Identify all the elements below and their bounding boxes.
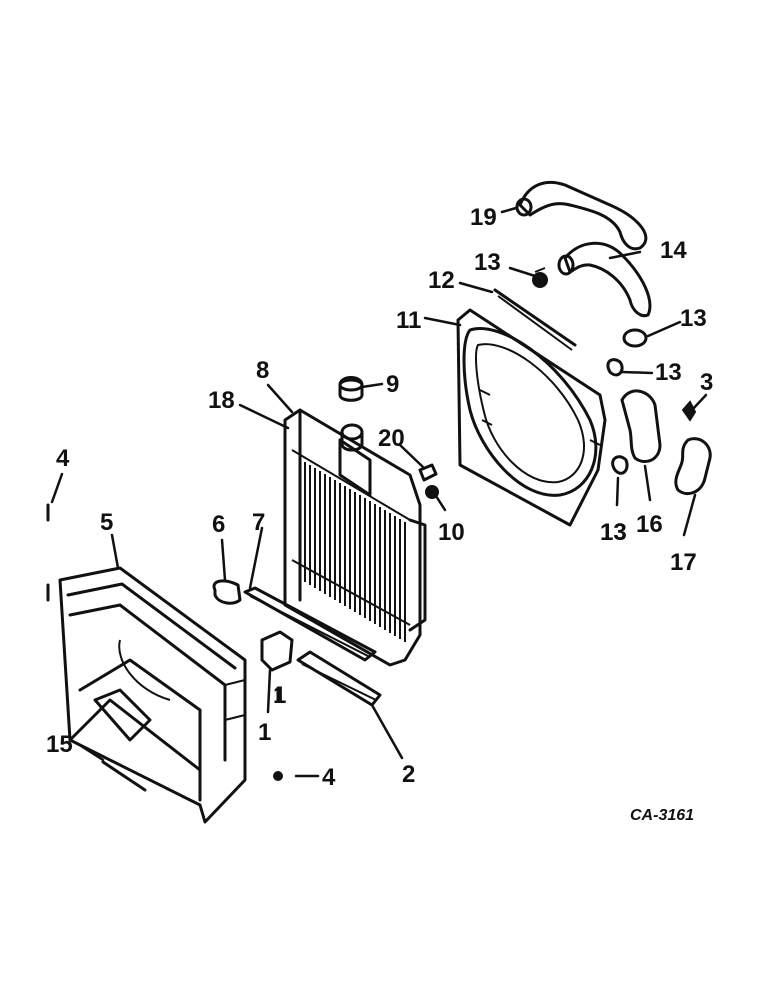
- callout-1: 1: [273, 682, 286, 709]
- petcock-washer: [425, 485, 439, 499]
- callout-16: 16: [636, 511, 663, 538]
- callout-13: 13: [600, 519, 627, 546]
- callout-10: 10: [438, 519, 465, 546]
- lower-seal-strip: [243, 586, 377, 662]
- filler-neck: [340, 423, 364, 452]
- callout-15: 15: [46, 731, 73, 758]
- callout-18: 18: [208, 387, 235, 414]
- callout-13: 13: [680, 305, 707, 332]
- callout-4: 4: [56, 445, 70, 472]
- hose-clamp: [611, 455, 629, 475]
- callout-8: 8: [256, 357, 269, 384]
- callout-6: 6: [212, 511, 225, 538]
- callout-5: 5: [100, 509, 113, 536]
- thermostat-bypass-hose: [620, 389, 662, 463]
- radiator-core: [283, 408, 427, 667]
- bottom-support-strip: [296, 650, 382, 707]
- callout-13: 13: [655, 359, 682, 386]
- callout-14: 14: [660, 237, 687, 264]
- callout-3: 3: [700, 369, 713, 396]
- callout-4: 4: [322, 764, 336, 791]
- radiator-support-frame: [58, 566, 247, 824]
- upper-radiator-hose: [515, 180, 648, 251]
- lower-seal: [101, 760, 147, 792]
- hose-clamp: [606, 358, 624, 377]
- rubber-pad: [212, 579, 242, 605]
- callout-7: 7: [252, 509, 265, 536]
- shroud-seal-strip: [493, 288, 577, 351]
- mounting-block: [260, 630, 294, 672]
- leader-lines: [50, 206, 708, 778]
- lower-radiator-hose: [557, 241, 652, 318]
- hose-clamp: [622, 328, 648, 348]
- callout-20: 20: [378, 425, 405, 452]
- callout-13: 13: [474, 249, 501, 276]
- radiator-cap: [338, 376, 364, 402]
- callout-1: 1: [258, 719, 271, 746]
- petcock-fitting: [418, 463, 438, 482]
- callout-9: 9: [386, 371, 399, 398]
- hose-clamp: [532, 267, 548, 288]
- bolt: [273, 771, 283, 781]
- callout-11: 11: [396, 307, 421, 334]
- bypass-elbow: [674, 437, 712, 495]
- callout-12: 12: [428, 267, 455, 294]
- diagram-code: CA-3161: [630, 807, 694, 824]
- callout-2: 2: [402, 761, 415, 788]
- callout-19: 19: [470, 204, 497, 231]
- fan-shroud: [456, 308, 607, 527]
- callout-labels: 19 14 13 12 13 11 13 13 3 8 9 18 20 4 10…: [46, 204, 713, 791]
- callout-13: 13: [600, 519, 627, 546]
- drain-plug: [681, 400, 697, 422]
- callout-17: 17: [670, 549, 697, 576]
